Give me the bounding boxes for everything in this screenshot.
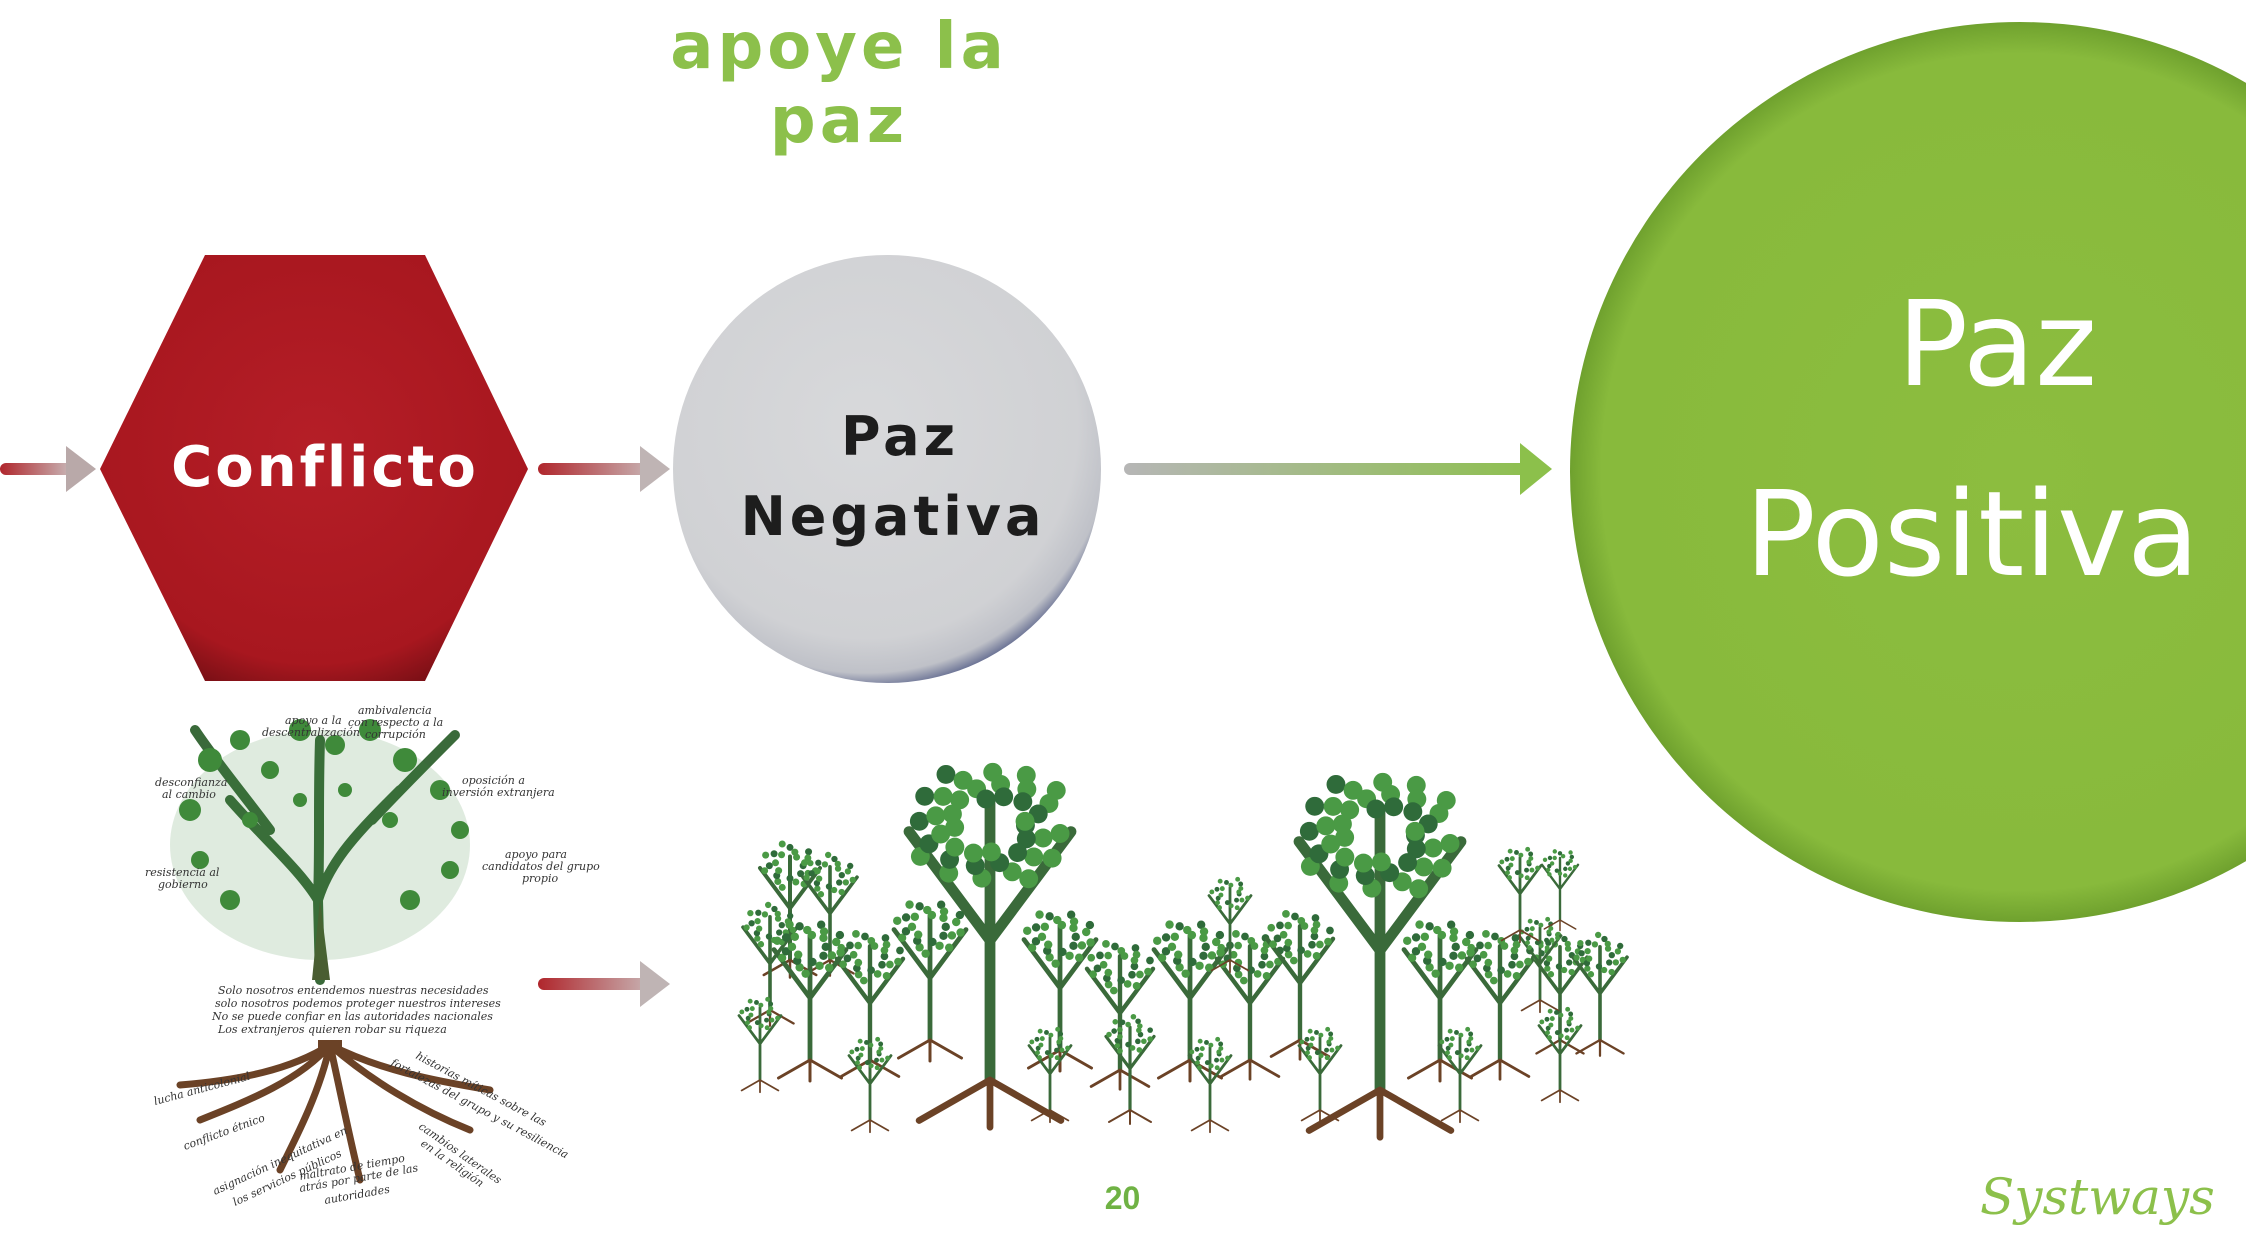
canopy-label: al cambio: [162, 788, 216, 801]
negative-peace-line1: Paz: [841, 405, 959, 468]
forest-tree: [1084, 940, 1156, 1091]
forest-tree: [737, 996, 783, 1094]
forest-tree: [1207, 876, 1253, 974]
forest-tree: [1021, 910, 1099, 1073]
arrow-in-conflict: [0, 446, 96, 492]
forest-tree: [1517, 916, 1563, 1014]
forest-tree: [1104, 1013, 1156, 1125]
forest-tree: [903, 762, 1077, 1131]
forest-tree: [1537, 1006, 1583, 1104]
canopy-label: propio: [522, 872, 558, 885]
trunk-text: Solo nosotros entendemos nuestras necesi…: [218, 984, 489, 997]
canopy-label: apoyo para: [505, 848, 567, 861]
canopy-label: descentralización: [262, 726, 360, 739]
page-number: 20: [1104, 1180, 1141, 1216]
forest-tree: [1540, 849, 1580, 932]
canopy-label: inversión extranjera: [442, 786, 555, 799]
forest-tree: [891, 900, 969, 1063]
negative-peace-node: [673, 255, 1101, 683]
arrow-negative-to-positive: [1124, 443, 1552, 495]
conflict-label: Conflicto: [171, 435, 479, 500]
forest-tree: [1497, 846, 1543, 944]
root-label: conflicto étnico: [182, 1111, 267, 1153]
forest-tree: [1464, 930, 1536, 1081]
trunk-text: No se puede confiar en las autoridades n…: [211, 1010, 493, 1023]
forest-tree: [1437, 1026, 1483, 1124]
tree-roots: [176, 1040, 494, 1184]
forest-tree: [1293, 772, 1467, 1141]
canopy-label: gobierno: [158, 878, 208, 891]
forest-tree: [1027, 1026, 1073, 1124]
forest-tree: [1151, 920, 1229, 1083]
conflict-tree: apoyo a la descentralización ambivalenci…: [145, 704, 600, 1209]
arrow-tree-to-forest: [538, 961, 670, 1007]
forest-tree: [1571, 931, 1629, 1057]
canopy-label: apoyo a la: [285, 714, 342, 727]
canopy-label: corrupción: [365, 728, 426, 741]
forest-tree: [1401, 920, 1479, 1083]
root-label: fortalezas del grupo y su resiliencia: [388, 1056, 571, 1162]
conflict-node: [100, 255, 528, 681]
canopy-label: candidatos del grupo: [482, 860, 600, 873]
forest-tree: [771, 920, 849, 1083]
forest-tree: [847, 1036, 893, 1134]
canopy-label: resistencia al: [145, 866, 220, 879]
forest-tree: [834, 930, 906, 1081]
forest-tree: [1297, 1026, 1343, 1124]
positive-peace-line2: Positiva: [1745, 465, 2200, 603]
positive-peace-node: [1570, 22, 2246, 922]
canopy-label: desconfianza: [155, 776, 227, 789]
tree-canopy: [170, 719, 470, 960]
arrow-conflict-to-negative: [538, 446, 670, 492]
canopy-label: ambivalencia: [358, 704, 432, 717]
negative-peace-line2: Negativa: [741, 485, 1046, 548]
page-title: apoye la paz: [670, 10, 1008, 158]
canopy-label: oposición a: [462, 774, 525, 787]
forest-tree: [1187, 1036, 1233, 1134]
positive-peace-line1: Paz: [1897, 275, 2097, 413]
forest: [737, 762, 1629, 1141]
forest-tree: [801, 851, 859, 977]
canopy-label: con respecto a la: [348, 716, 443, 729]
systways-logo: Systways: [1980, 1168, 2215, 1226]
forest-tree: [1264, 910, 1336, 1061]
trunk-text: Los extranjeros quieren robar su riqueza: [217, 1023, 447, 1036]
trunk-text: solo nosotros podemos proteger nuestros …: [215, 997, 501, 1010]
